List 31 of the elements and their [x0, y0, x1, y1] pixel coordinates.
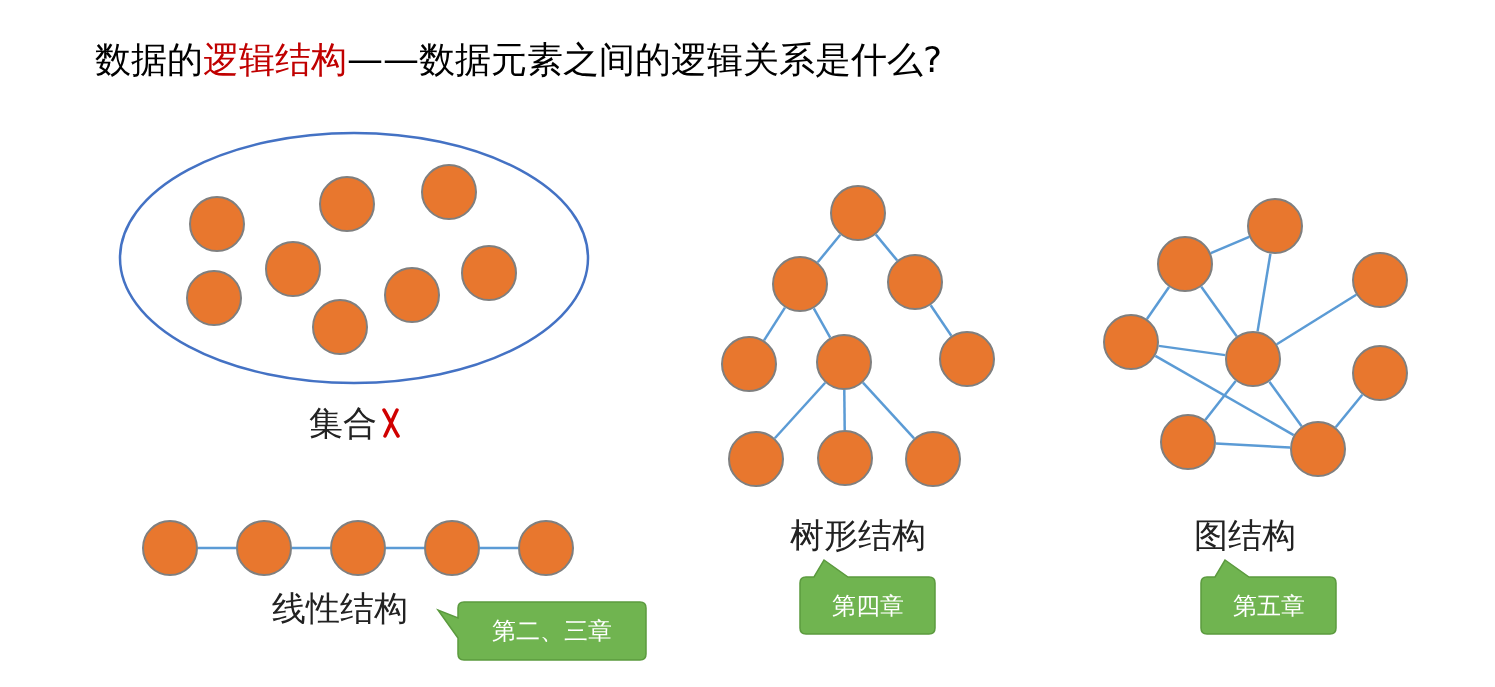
connector-line	[1145, 286, 1171, 320]
slide-title: 数据的逻辑结构——数据元素之间的逻辑关系是什么?	[95, 38, 943, 82]
connector-line	[1204, 380, 1237, 421]
connector-line	[763, 306, 786, 342]
set-caption: 集合	[309, 403, 377, 443]
connector-line	[1256, 253, 1272, 332]
structure-label: 线性结构	[271, 587, 409, 630]
chapter-callout	[1199, 558, 1338, 636]
connector-line	[1154, 354, 1295, 437]
structure-label: 图结构	[1193, 514, 1297, 557]
connector-line	[1215, 442, 1291, 449]
connector-line	[1200, 286, 1238, 337]
callout-text: 第四章	[831, 590, 904, 622]
connector-line	[843, 390, 846, 430]
connector-line	[1158, 344, 1226, 357]
connector-line	[480, 546, 518, 550]
connector-line	[773, 381, 827, 440]
chapter-callout	[798, 558, 937, 636]
callout-text: 第二、三章	[492, 616, 612, 647]
connector-line	[929, 304, 953, 337]
structure-label: 树形结构	[789, 514, 927, 557]
connector-line	[1268, 380, 1303, 428]
connector-line	[862, 381, 915, 440]
connector-line	[1334, 393, 1364, 429]
connector-line	[386, 546, 424, 550]
callout-text: 第五章	[1232, 590, 1305, 622]
connector-line	[816, 233, 842, 264]
connector-line	[1276, 293, 1357, 346]
connector-line	[292, 546, 330, 550]
connector-line	[198, 546, 236, 550]
connector-line	[874, 233, 899, 262]
